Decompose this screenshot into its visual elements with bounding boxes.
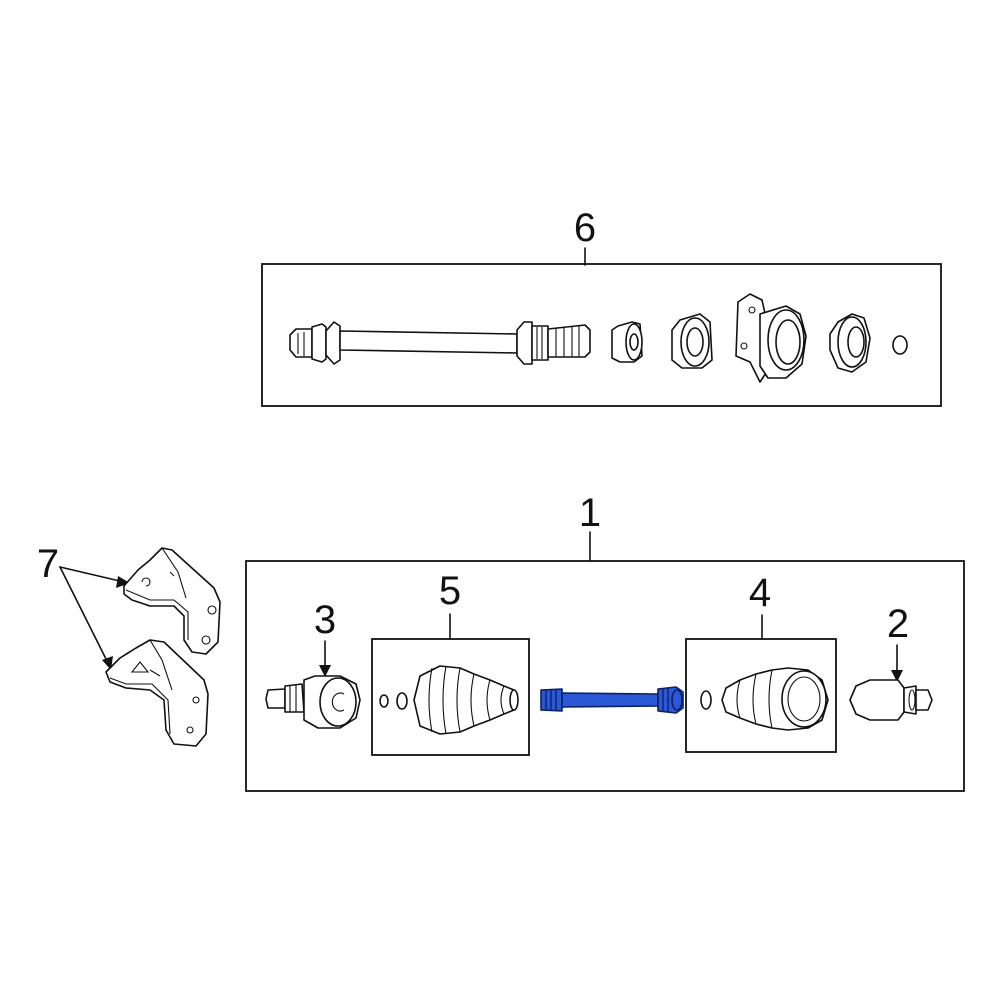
- callout-1[interactable]: 1: [579, 491, 601, 535]
- axle-shaft[interactable]: [289, 321, 591, 365]
- callout-7[interactable]: 7: [37, 542, 59, 586]
- callout-6[interactable]: 6: [574, 206, 596, 250]
- group-1: 1 3 5: [245, 491, 965, 792]
- small-bearing[interactable]: [611, 321, 643, 363]
- group-5-frame: [371, 638, 530, 756]
- bracket-lower[interactable]: [105, 639, 209, 747]
- arrowhead-7b: [102, 656, 113, 670]
- arrowhead-2: [891, 670, 903, 682]
- o-ring[interactable]: [892, 335, 908, 355]
- group-6: 6: [261, 206, 942, 407]
- arrowhead-3: [319, 665, 331, 677]
- callout-5[interactable]: 5: [439, 569, 461, 613]
- group-1-frame: [245, 560, 965, 792]
- group-6-frame: [261, 263, 942, 407]
- callout-3[interactable]: 3: [314, 598, 336, 642]
- axle-shaft-highlighted[interactable]: [540, 686, 684, 714]
- leader-arrow-7b: [59, 566, 109, 664]
- bracket-upper[interactable]: [123, 547, 221, 655]
- inner-boot-kit[interactable]: [700, 667, 829, 731]
- inner-cv-joint[interactable]: [849, 679, 933, 721]
- arrowhead-7a: [116, 576, 130, 588]
- callout-4[interactable]: 4: [749, 571, 771, 615]
- group-4-frame: [685, 638, 837, 753]
- outer-boot-kit[interactable]: [379, 665, 519, 735]
- support-bearing-bracket[interactable]: [735, 293, 807, 383]
- outer-cv-joint[interactable]: [265, 675, 361, 729]
- seal[interactable]: [829, 313, 871, 373]
- bearing-ring[interactable]: [671, 313, 713, 369]
- group-7: 7: [37, 542, 221, 747]
- callout-2[interactable]: 2: [887, 602, 909, 646]
- leader-arrow-7a: [59, 566, 125, 583]
